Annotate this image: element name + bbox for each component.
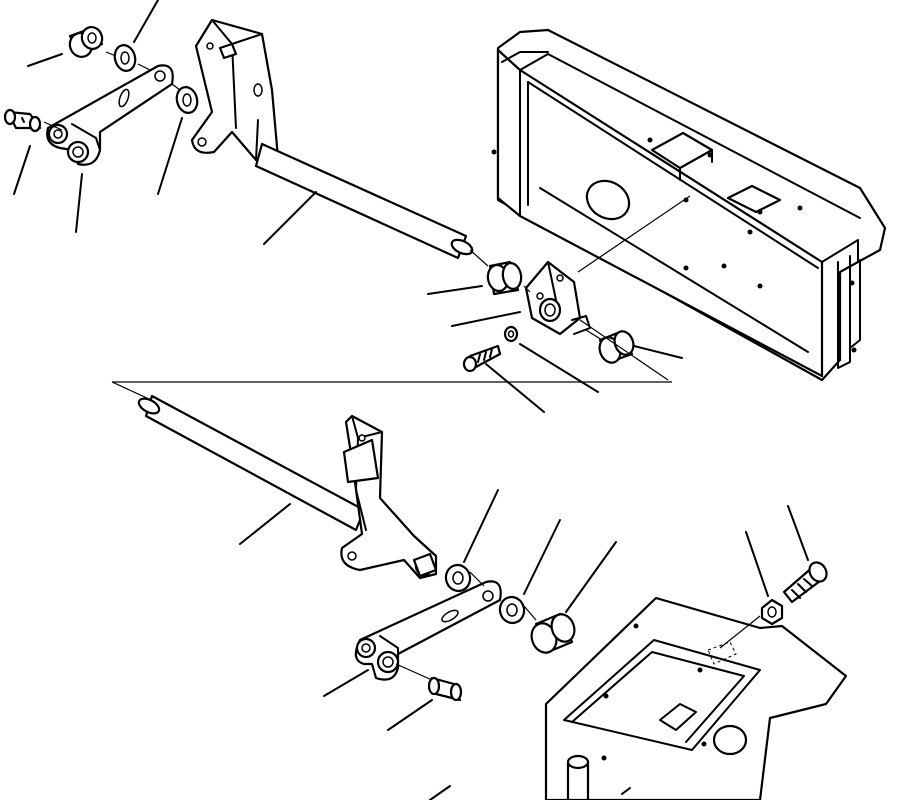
link-plate-upper (46, 64, 174, 166)
bushing-right (598, 330, 635, 364)
bushing-mid (486, 260, 523, 296)
axis-line-upper-g (469, 249, 489, 267)
bolt-lower (782, 561, 828, 604)
axis-line-upper-f (171, 83, 181, 91)
washer-lower-a (444, 563, 472, 593)
washer-lower-b (498, 595, 526, 625)
bolt-upper (462, 344, 502, 373)
pin-lower (427, 676, 463, 702)
axis-line-upper-h (523, 285, 531, 293)
axis-line-lower-a (395, 663, 433, 681)
floor-plate (544, 596, 848, 800)
axis-line-upper-c (43, 121, 63, 131)
axis-line-lower-d (719, 615, 761, 649)
axis-line-upper-e (137, 63, 151, 71)
lock-washer (503, 325, 519, 343)
frame-housing (491, 28, 887, 382)
bushing-lower (530, 612, 576, 654)
nut-lower (760, 598, 784, 626)
pedal-bracket-upper (190, 18, 280, 162)
pedal-bracket-lower (340, 414, 438, 580)
pin-upper (3, 108, 42, 133)
axis-line-upper-a (577, 195, 691, 273)
shaft-lower (137, 394, 366, 532)
axis-line-upper-b (579, 319, 669, 381)
axis-line-upper-i (585, 329, 603, 341)
axis-line-lower-b (469, 571, 485, 587)
axis-line-lower-c (523, 605, 537, 621)
washer-upper-right (175, 86, 199, 114)
bushing-top-left (68, 26, 104, 58)
link-plate-lower (354, 580, 502, 681)
leader-lines-lower (239, 489, 809, 800)
mount-bracket (524, 260, 591, 336)
washer-top-left (113, 44, 137, 72)
axis-line-upper-d (105, 51, 117, 57)
shaft-upper (254, 142, 474, 260)
leader-lines-upper (13, 0, 683, 413)
